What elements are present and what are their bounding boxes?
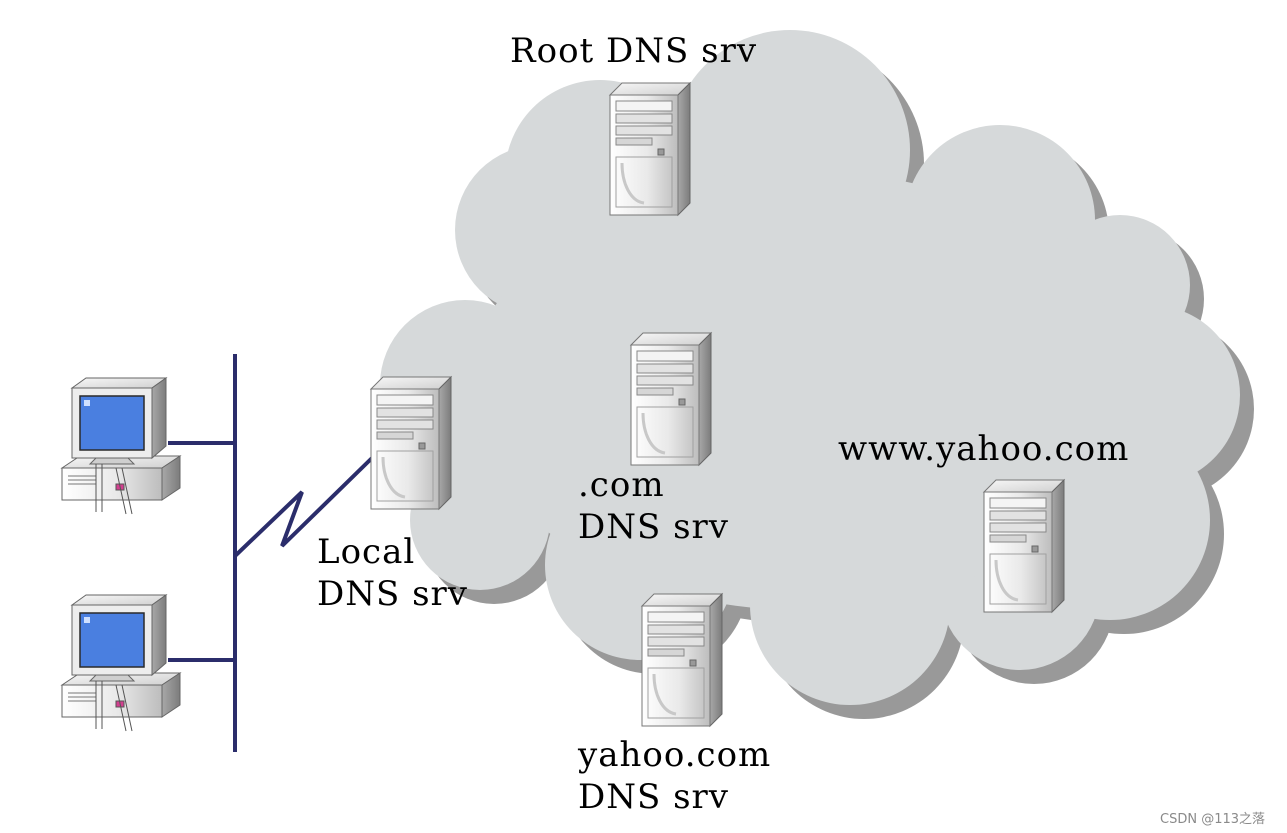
client-computer-1[interactable] [61,377,181,515]
local-dns-server-icon[interactable] [369,375,453,511]
com-dns-label-line2: DNS srv [578,507,730,547]
root-dns-server-icon[interactable] [608,81,692,217]
lan-network [168,354,374,752]
yahoo-dns-server-icon[interactable] [640,592,724,728]
yahoo-dns-label-line2: DNS srv [578,777,730,817]
com-dns-server-icon[interactable] [629,331,713,467]
yahoo-dns-label-line1: yahoo.com [578,735,772,775]
www-yahoo-label: www.yahoo.com [838,429,1130,469]
watermark: CSDN @113之落 [1160,812,1266,827]
local-dns-label-line1: Local [317,532,416,572]
internet-cloud [380,30,1240,705]
wan-link-zigzag [233,456,374,558]
client-computer-2[interactable] [61,594,181,732]
root-dns-label: Root DNS srv [510,31,758,71]
local-dns-label-line2: DNS srv [317,574,469,614]
com-dns-label-line1: .com [578,465,665,505]
www-yahoo-server-icon[interactable] [982,478,1066,614]
